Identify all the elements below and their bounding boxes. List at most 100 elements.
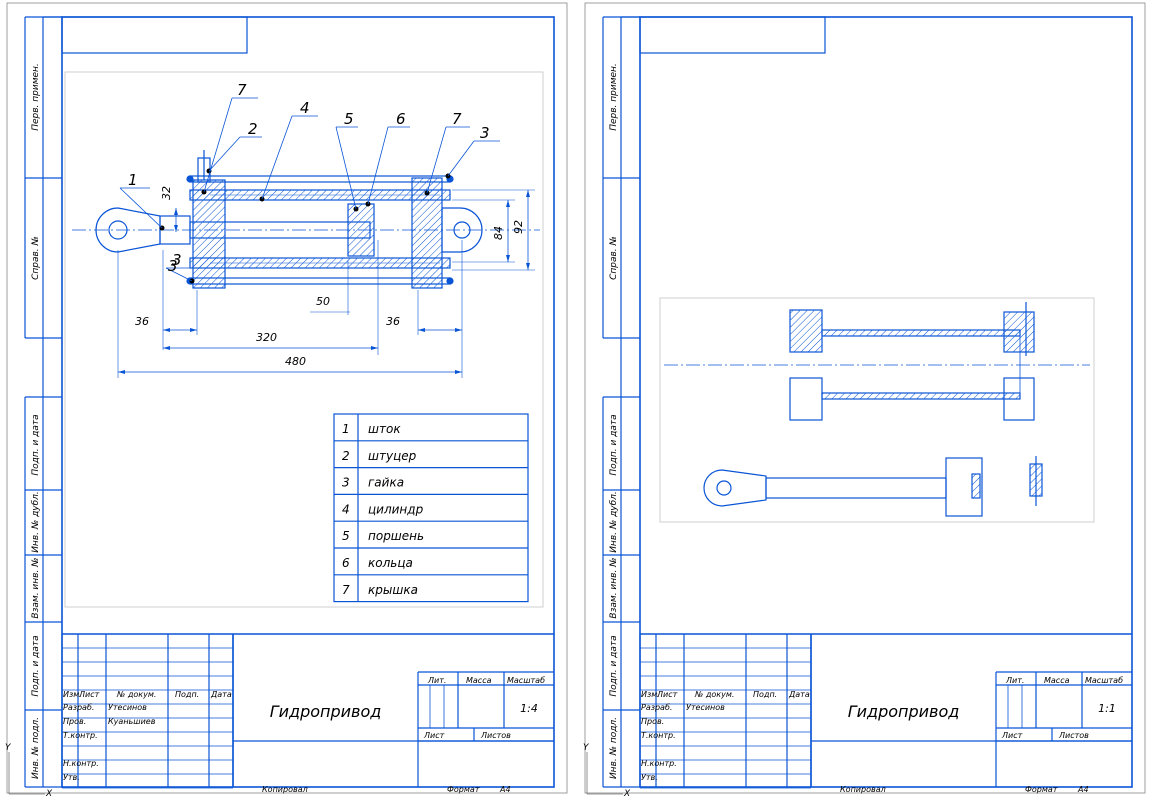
side-label: Инв. № подл. bbox=[609, 717, 619, 779]
side-label: Инв. № дубл. bbox=[609, 491, 619, 553]
header-izm: Изм. bbox=[63, 690, 82, 699]
side-label: Взам. инв. № bbox=[31, 557, 41, 618]
wall-section bbox=[821, 392, 1021, 400]
role-label: Разраб. bbox=[641, 703, 672, 712]
x-axis-label: X bbox=[623, 789, 631, 799]
callout-leader bbox=[426, 126, 447, 194]
checker-name: Куаньшиев bbox=[108, 717, 156, 726]
part-name: штуцер bbox=[368, 449, 417, 463]
part-name: цилиндр bbox=[368, 502, 424, 516]
cover-section bbox=[1003, 377, 1035, 421]
callout-number: 1 bbox=[128, 171, 138, 189]
part-number: 1 bbox=[342, 422, 350, 436]
header-doc: № докум. bbox=[116, 690, 156, 699]
part-name: кольца bbox=[368, 556, 413, 570]
nut bbox=[446, 277, 454, 285]
arrowhead bbox=[455, 370, 462, 374]
callout-number: 3 bbox=[480, 124, 490, 142]
side-label: Перв. примен. bbox=[31, 63, 41, 131]
role-label: Н.контр. bbox=[63, 759, 99, 768]
eye-hole bbox=[108, 220, 128, 240]
role-label: Утв. bbox=[641, 773, 658, 782]
tie-rod-bottom bbox=[189, 277, 451, 285]
part-number: 5 bbox=[342, 529, 350, 543]
dimension-value: 50 bbox=[316, 295, 330, 308]
role-label: Пров. bbox=[641, 717, 664, 726]
side-label: Справ. № bbox=[609, 236, 619, 280]
header-date: Дата bbox=[210, 690, 232, 699]
developer-name: Утесинов bbox=[108, 703, 147, 712]
y-axis-label: Y bbox=[583, 743, 590, 753]
top-table bbox=[61, 16, 248, 54]
left-cover bbox=[192, 179, 226, 289]
scale-label: Масштаб bbox=[507, 676, 545, 685]
copied-label: Копировал bbox=[840, 785, 886, 794]
side-label: Справ. № bbox=[31, 236, 41, 280]
lit-label: Лит. bbox=[427, 676, 446, 685]
lit-label: Лит. bbox=[1005, 676, 1024, 685]
arrowhead bbox=[174, 225, 178, 232]
format-value: А4 bbox=[1077, 785, 1089, 794]
arrowhead bbox=[163, 346, 170, 350]
cover-section bbox=[1003, 311, 1035, 353]
developer-name: Утесинов bbox=[686, 703, 725, 712]
header-sign: Подп. bbox=[175, 690, 199, 699]
drawing-title: Гидропривод bbox=[270, 702, 382, 721]
dimension-value: 480 bbox=[285, 355, 306, 368]
callout-number: 2 bbox=[248, 120, 258, 138]
callout-leader bbox=[165, 267, 193, 282]
dimension-value: 320 bbox=[256, 331, 277, 344]
copied-label: Копировал bbox=[262, 785, 308, 794]
part-number: 6 bbox=[342, 556, 350, 570]
rod-eye bbox=[703, 469, 767, 507]
arrowhead bbox=[190, 328, 197, 332]
header-list: Лист bbox=[656, 690, 678, 699]
callout-leader bbox=[447, 140, 475, 177]
side-label: Перв. примен. bbox=[609, 63, 619, 131]
view-area bbox=[64, 71, 544, 608]
header-doc: № докум. bbox=[694, 690, 734, 699]
part-name: гайка bbox=[368, 476, 404, 490]
dimension-value: 36 bbox=[135, 315, 149, 328]
arrowhead bbox=[526, 263, 530, 270]
sheet-label: Лист bbox=[1001, 731, 1023, 740]
wall-section bbox=[821, 329, 1021, 337]
eye-hole bbox=[716, 480, 732, 496]
rear-eye bbox=[441, 207, 483, 253]
callout-leader bbox=[208, 136, 241, 172]
arrowhead bbox=[174, 208, 178, 215]
dimension-value: 84 bbox=[492, 226, 505, 240]
outer-border bbox=[584, 2, 1146, 794]
callout-leader bbox=[335, 126, 357, 210]
nut bbox=[186, 175, 194, 183]
role-label: Разраб. bbox=[63, 703, 94, 712]
format-label: Формат bbox=[447, 785, 480, 794]
inner-border bbox=[61, 16, 555, 788]
part-number: 3 bbox=[342, 476, 350, 490]
header-izm: Изм. bbox=[641, 690, 660, 699]
side-label: Инв. № подл. bbox=[31, 717, 41, 779]
part-number: 2 bbox=[342, 449, 350, 463]
mass-label: Масса bbox=[1044, 676, 1070, 685]
arrowhead bbox=[506, 200, 510, 207]
dimension-value: 32 bbox=[160, 186, 173, 200]
piston bbox=[945, 457, 983, 517]
header-date: Дата bbox=[788, 690, 810, 699]
callout-number: 3 bbox=[172, 251, 182, 269]
callout-number: 6 bbox=[396, 110, 406, 128]
callout-leader bbox=[119, 187, 163, 229]
format-value: А4 bbox=[499, 785, 511, 794]
side-label: Подп. и дата bbox=[609, 635, 619, 696]
top-table bbox=[639, 16, 826, 54]
arrowhead bbox=[371, 346, 378, 350]
part-name: поршень bbox=[368, 529, 424, 543]
part-number: 4 bbox=[342, 502, 350, 516]
view-area bbox=[659, 297, 1095, 523]
role-label: Н.контр. bbox=[641, 759, 677, 768]
cover-section bbox=[789, 309, 823, 353]
outer-border bbox=[6, 2, 568, 794]
callout-number: 3 bbox=[168, 257, 178, 275]
arrowhead bbox=[163, 328, 170, 332]
